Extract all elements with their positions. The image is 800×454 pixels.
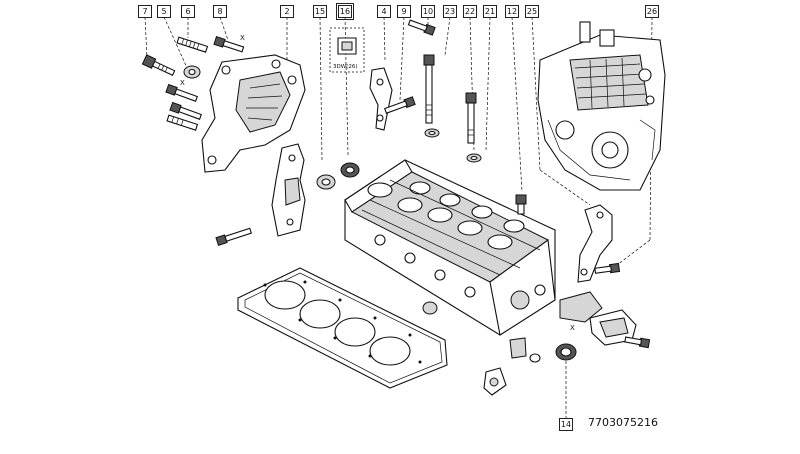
camshaft-seal-right (340, 162, 360, 178)
plug-left (422, 301, 438, 315)
inset-16-label: 3DW(26) (333, 64, 357, 70)
reference-6: 6 (181, 5, 195, 18)
reference-4: 4 (377, 5, 391, 18)
reference-7: 7 (138, 5, 152, 18)
bracket-2 (201, 54, 306, 173)
catalog-number: 7703075216 (588, 416, 658, 429)
bolt-26 (594, 262, 621, 274)
bolt-9 (384, 96, 416, 114)
bolt-8 (213, 36, 245, 53)
fitting-21 (515, 194, 527, 215)
cover-housing (559, 291, 637, 346)
reference-2: 2 (280, 5, 294, 18)
reference-12: 12 (505, 5, 519, 18)
stud-6 (176, 36, 209, 53)
reference-8: 8 (213, 5, 227, 18)
lifting-bracket (271, 143, 306, 237)
stud-left-c (166, 114, 199, 131)
torque-mark-2: X (180, 79, 185, 87)
reference-23: 23 (443, 5, 457, 18)
bracket-25 (577, 204, 613, 283)
bolt-left-a (165, 83, 198, 102)
tag-bottom (483, 367, 507, 396)
reference-9: 9 (397, 5, 411, 18)
cylinder-head (344, 159, 556, 336)
engine-context-illustration (537, 21, 666, 191)
reference-21: 21 (483, 5, 497, 18)
reference-14: 14 (559, 418, 573, 431)
torque-mark-1: X (240, 34, 245, 42)
bolt-lower-left (215, 227, 252, 246)
leader-lines (144, 16, 653, 424)
reference-26: 26 (645, 5, 659, 18)
bracket-4 (369, 67, 393, 131)
bolt-7 (141, 54, 176, 76)
plug-right (529, 353, 541, 363)
head-bolt-22 (465, 92, 482, 163)
reference-5: 5 (157, 5, 171, 18)
camshaft-seal-left (316, 174, 336, 190)
reference-25: 25 (525, 5, 539, 18)
inset-16: 3DW(26) (329, 27, 365, 73)
reference-16: 16 (336, 3, 354, 20)
reference-15: 15 (313, 5, 327, 18)
plug-center (509, 337, 527, 359)
seal-14 (555, 343, 577, 361)
bolt-left-b (169, 101, 202, 120)
torque-mark-3: X (570, 324, 575, 332)
reference-22: 22 (463, 5, 477, 18)
head-gasket (237, 267, 448, 389)
spacer-5 (183, 65, 201, 79)
reference-10: 10 (421, 5, 435, 18)
bolt-cover (624, 336, 651, 349)
bolt-10 (407, 19, 436, 36)
head-bolt-23 (423, 54, 440, 138)
